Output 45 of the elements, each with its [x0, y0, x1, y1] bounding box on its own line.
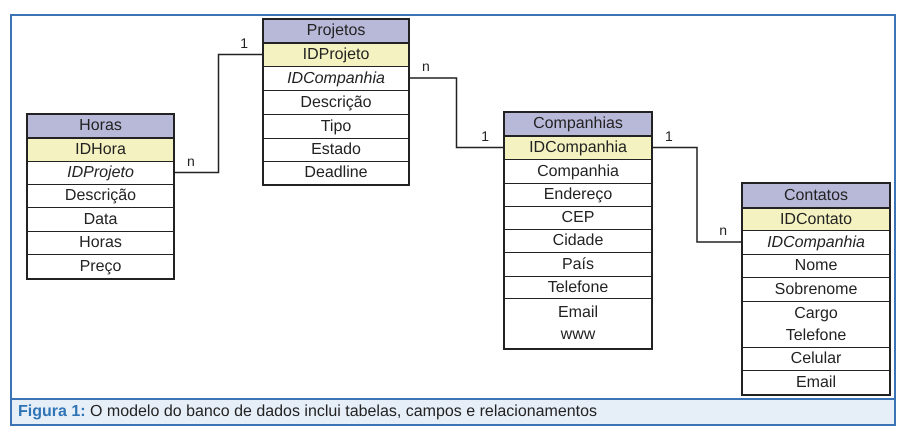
cardinality-label: 1: [665, 127, 673, 146]
field-name: Celular: [790, 349, 842, 369]
table-name: Projetos: [264, 20, 408, 43]
relationship-line: [651, 146, 743, 243]
table-row: [28, 138, 173, 161]
table-row: [743, 208, 889, 230]
field-name: Nome: [794, 256, 838, 276]
field-name: Email: [558, 302, 598, 322]
figure-caption: Figura 1: O modelo do banco de dados inclui tabelas, campos e relacionamentos: [12, 398, 894, 424]
field-name: Cargo: [794, 304, 838, 324]
table-name: Contatos: [743, 184, 889, 208]
cardinality-label: n: [187, 152, 195, 171]
field-name: IDHora: [75, 140, 126, 160]
field-name: Endereço: [544, 185, 612, 205]
field-name: Sobrenome: [774, 280, 858, 300]
field-name: Preço: [80, 256, 122, 276]
field-name: IDContato: [780, 210, 852, 230]
cardinality-label: 1: [481, 127, 489, 146]
field-name: Data: [84, 210, 118, 230]
field-name: Companhia: [537, 162, 619, 182]
relationship-line: [173, 54, 264, 174]
field-name: Estado: [311, 140, 361, 160]
cardinality-label: n: [422, 57, 430, 76]
cardinality-label: 1: [240, 34, 248, 53]
field-name: Cidade: [552, 231, 604, 251]
field-name: IDProjeto: [302, 45, 370, 65]
field-name: IDCompanhia: [529, 138, 627, 158]
relationship-line: [408, 77, 505, 148]
field-name: Email: [796, 372, 836, 392]
cardinality-label: n: [719, 221, 727, 240]
field-name: Horas: [79, 233, 122, 253]
field-name: Telefone: [786, 326, 846, 346]
field-name: IDCompanhia: [287, 68, 385, 88]
table-name: Horas: [28, 115, 173, 138]
field-name: Deadline: [304, 163, 368, 183]
field-name: Descrição: [300, 92, 372, 112]
field-name: País: [562, 254, 594, 274]
table-name: Companhias: [505, 113, 651, 136]
field-name: www: [560, 324, 596, 344]
field-name: CEP: [562, 208, 594, 228]
field-name: IDProjeto: [67, 163, 134, 183]
field-name: Descrição: [64, 186, 136, 206]
field-name: IDCompanhia: [767, 232, 865, 252]
field-name: Tipo: [320, 116, 352, 136]
field-name: Telefone: [548, 278, 608, 298]
